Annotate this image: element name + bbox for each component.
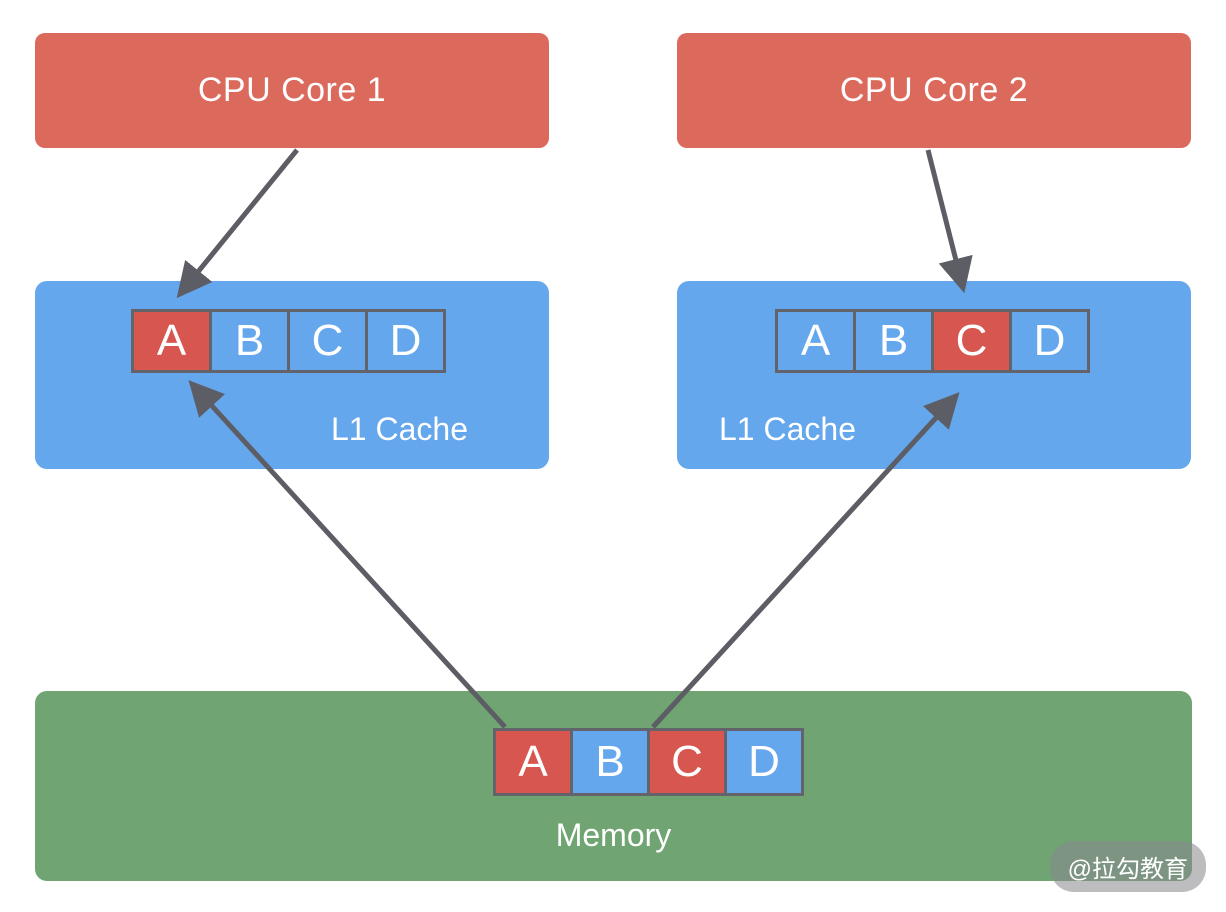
cache-1-cell-a: A — [131, 309, 212, 373]
memory-cells: A B C D — [493, 728, 804, 796]
cache-1-cell-b: B — [209, 309, 290, 373]
memory-cell-d: D — [724, 728, 804, 796]
cpu-core-2-label: CPU Core 2 — [839, 71, 1029, 109]
cpu-core-1-label: CPU Core 1 — [197, 71, 387, 109]
l1-cache-1-box: A B C D L1 Cache — [35, 281, 549, 469]
cache-1-cell-d: D — [365, 309, 446, 373]
l1-cache-2-label: L1 Cache — [719, 411, 856, 447]
memory-box: A B C D Memory — [35, 691, 1192, 881]
cache-2-cell-d: D — [1009, 309, 1090, 373]
cache-2-cell-a: A — [775, 309, 856, 373]
memory-label: Memory — [555, 817, 672, 853]
cpu-core-2-box: CPU Core 2 — [677, 33, 1191, 148]
cpu-core-1-box: CPU Core 1 — [35, 33, 549, 148]
memory-cell-b: B — [570, 728, 650, 796]
l1-cache-1-label: L1 Cache — [331, 411, 468, 447]
cache-1-cells: A B C D — [131, 309, 446, 373]
cache-2-cells: A B C D — [775, 309, 1090, 373]
cache-1-cell-c: C — [287, 309, 368, 373]
memory-cell-a: A — [493, 728, 573, 796]
cache-2-cell-c: C — [931, 309, 1012, 373]
arrow-core1-to-cache1 — [176, 148, 299, 299]
l1-cache-2-box: A B C D L1 Cache — [677, 281, 1191, 469]
arrow-core2-to-cache2 — [925, 149, 973, 294]
memory-cell-c: C — [647, 728, 727, 796]
cache-2-cell-b: B — [853, 309, 934, 373]
watermark-badge: @拉勾教育 — [1049, 841, 1206, 892]
